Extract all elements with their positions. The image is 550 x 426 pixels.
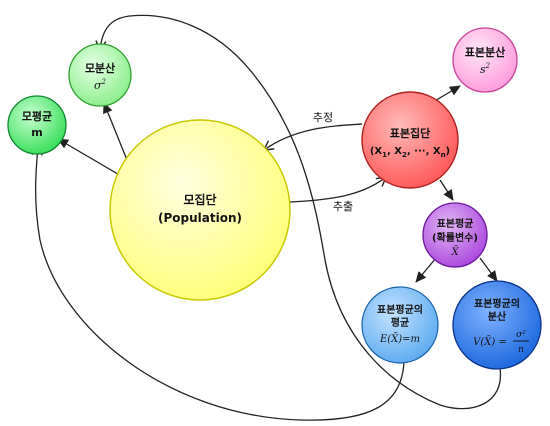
population-title: 모집단 bbox=[183, 192, 216, 207]
mean-node-formula: E(X̄)=m bbox=[379, 333, 420, 345]
variance-node-frac-den: n bbox=[518, 345, 524, 355]
mean-node-title2: 평균 bbox=[391, 316, 409, 329]
node-sample: 표본집단 (X1, X2, ···, Xn) bbox=[361, 91, 459, 189]
edge-sample-to-population-estimate bbox=[262, 123, 363, 151]
edge-mean-node-to-pop-mean bbox=[31, 144, 405, 421]
node-sample-variance: 표본분산 s2 bbox=[452, 27, 518, 93]
sample-mean-symbol: X̄ bbox=[450, 246, 459, 258]
edge-population-to-pop-mean bbox=[57, 138, 129, 181]
sample-title: 표본집단 bbox=[390, 126, 430, 140]
extract-label: 추출 bbox=[333, 200, 353, 213]
edge-sample-to-sample-mean bbox=[439, 179, 454, 201]
variance-node-title2: 분산 bbox=[488, 310, 507, 323]
node-pop-mean: 모평균 m bbox=[7, 95, 67, 155]
sample-mean-subtitle: (확률변수) bbox=[432, 231, 478, 244]
pop-variance-symbol: σ2 bbox=[94, 78, 107, 92]
edge-population-to-pop-variance bbox=[103, 102, 128, 161]
estimate-label: 추정 bbox=[313, 111, 333, 124]
pop-mean-symbol: m bbox=[31, 126, 42, 139]
edge-sample-mean-to-variance-node bbox=[479, 257, 498, 282]
pop-variance-title: 모분산 bbox=[85, 61, 115, 75]
variance-node-title: 표본평균의 bbox=[474, 297, 520, 310]
sample-variance-symbol: s2 bbox=[480, 62, 491, 76]
node-variance-of-sample-mean: 표본평균의 분산 V(X̄) = σ² n bbox=[452, 280, 542, 370]
node-sample-mean: 표본평균 (확률변수) X̄ bbox=[422, 202, 488, 268]
variance-node-formula-left: V(X̄) = bbox=[473, 336, 507, 348]
edge-sample-to-sample-variance bbox=[432, 85, 461, 103]
sample-variance-title: 표본분산 bbox=[465, 45, 505, 59]
node-population: 모집단 (Population) bbox=[109, 119, 291, 301]
sample-tuple: (X1, X2, ···, Xn) bbox=[370, 146, 450, 159]
edge-variance-node-to-pop-variance bbox=[95, 14, 502, 410]
variance-node-frac-num: σ² bbox=[516, 330, 526, 340]
node-mean-of-sample-mean: 표본평균의 평균 E(X̄)=m bbox=[361, 286, 439, 364]
population-subtitle: (Population) bbox=[158, 211, 242, 225]
sample-mean-title: 표본평균 bbox=[437, 217, 474, 230]
pop-mean-title: 모평균 bbox=[22, 109, 52, 123]
edge-sample-mean-to-mean-node bbox=[415, 257, 437, 283]
edge-population-to-sample-extract bbox=[289, 176, 388, 203]
mean-node-title: 표본평균의 bbox=[377, 303, 423, 316]
node-pop-variance: 모분산 σ2 bbox=[68, 43, 132, 107]
